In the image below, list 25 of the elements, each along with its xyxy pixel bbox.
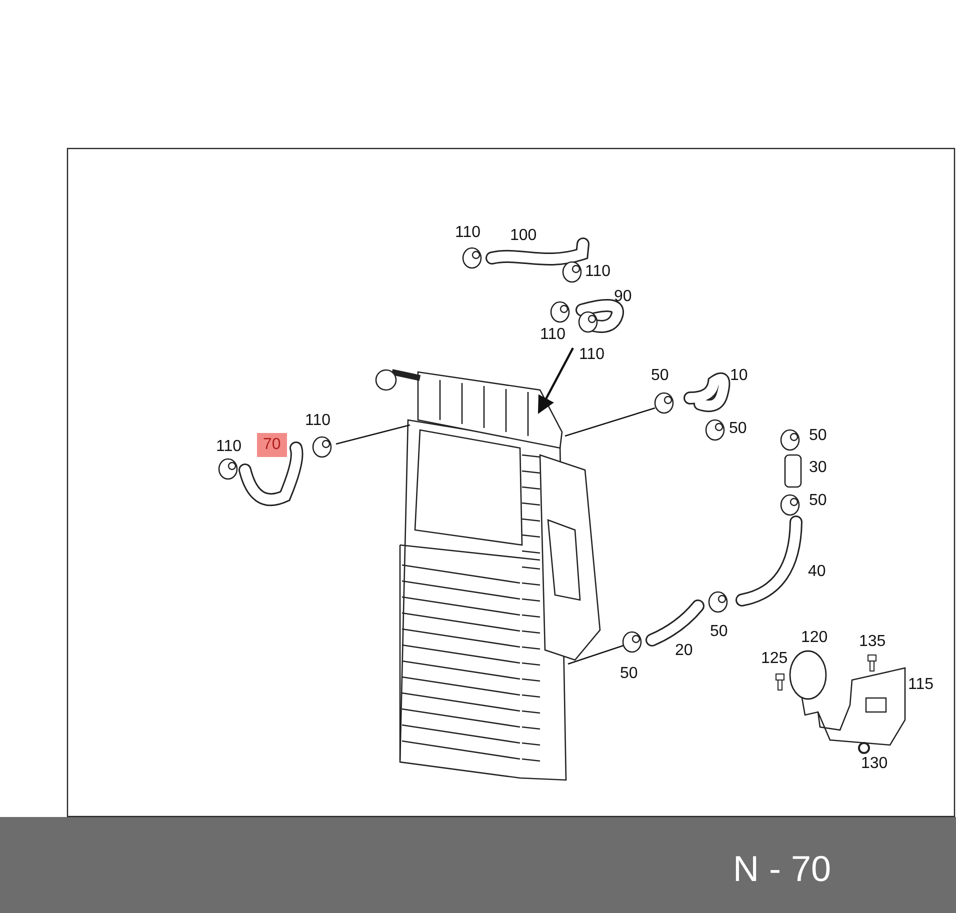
callout-number: 50 xyxy=(809,492,827,510)
callout-number: 130 xyxy=(861,755,888,773)
highlighted-callout-number: 70 xyxy=(257,433,287,457)
callout-number: 110 xyxy=(579,346,605,364)
diagram-code: N - 70 xyxy=(733,848,832,890)
callout-number: 10 xyxy=(730,367,748,385)
callout-number: 50 xyxy=(651,367,669,385)
callout-number: 125 xyxy=(761,650,788,668)
callout-number: 120 xyxy=(801,629,828,647)
callout-number: 110 xyxy=(216,438,242,456)
callout-number: 110 xyxy=(455,224,481,242)
callout-number: 110 xyxy=(585,263,611,281)
callout-number: 135 xyxy=(859,633,886,651)
callout-number: 20 xyxy=(675,642,693,660)
callout-number: 50 xyxy=(710,623,728,641)
callout-number: 90 xyxy=(614,288,632,306)
callout-number: 115 xyxy=(908,676,934,694)
callout-number: 50 xyxy=(729,420,747,438)
callout-number: 30 xyxy=(809,459,827,477)
callout-number: 100 xyxy=(510,227,537,245)
callout-number: 50 xyxy=(809,427,827,445)
callout-number: 110 xyxy=(305,412,331,430)
callout-number: 50 xyxy=(620,665,638,683)
callout-number: 40 xyxy=(808,563,826,581)
callout-number: 110 xyxy=(540,326,566,344)
